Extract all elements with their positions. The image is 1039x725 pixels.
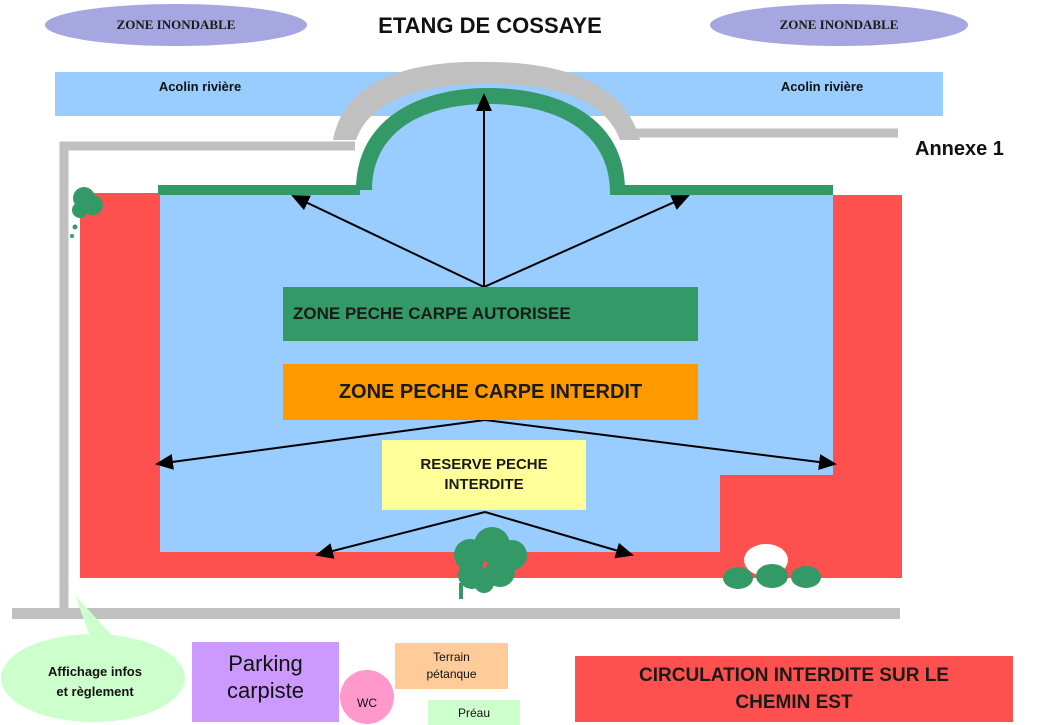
tree-south	[454, 527, 527, 599]
bank-west	[80, 193, 162, 578]
petanque-label-1: Terrain	[433, 650, 470, 664]
notice-label-2: et règlement	[56, 684, 134, 699]
south-path	[12, 608, 900, 619]
arrows-reserve	[315, 511, 634, 559]
wc-label: WC	[357, 696, 377, 710]
tree-west	[70, 187, 103, 238]
parking-label: Parking carpiste	[192, 650, 339, 704]
wc-circle	[340, 670, 394, 724]
notice-label-1: Affichage infos	[48, 664, 142, 679]
shelter-label: Préau	[457, 706, 491, 720]
petanque-label-2: pétanque	[426, 667, 477, 681]
path-arc	[333, 61, 640, 140]
warning-label: CIRCULATION INTERDITE SUR LE CHEMIN EST	[575, 662, 1013, 716]
north-green-strip-left	[158, 185, 360, 195]
warning-label-2: CHEMIN EST	[735, 692, 853, 713]
flood-zone-right: ZONE INONDABLE	[710, 4, 968, 46]
parking-label-2: carpiste	[226, 678, 305, 703]
parking-area	[192, 642, 339, 722]
zone-authorized: ZONE PECHE CARPE AUTORISEE	[283, 287, 698, 341]
reserve-zone: RESERVE PECHE INTERDITE	[382, 440, 586, 510]
annex-label: Annexe 1	[915, 138, 1004, 160]
parking-label-1: Parking	[228, 651, 303, 676]
bushes-southeast	[723, 564, 821, 589]
river-label-left: Acolin rivière	[158, 79, 242, 94]
notice-label: Affichage infos et règlement	[15, 662, 175, 702]
zone-authorized-label: ZONE PECHE CARPE AUTORISEE	[293, 304, 571, 323]
arrows-forbidden	[155, 419, 837, 470]
perimeter-path	[59, 128, 898, 612]
reserve-label-1: RESERVE PECHE	[420, 456, 548, 473]
zone-forbidden-label: ZONE PECHE CARPE INTERDIT	[338, 380, 643, 403]
river-label-right: Acolin rivière	[780, 79, 864, 94]
notice-bubble	[1, 634, 185, 722]
dome-green-band	[356, 88, 625, 190]
warning-box	[575, 656, 1013, 722]
arrows-authorized	[291, 93, 690, 288]
warning-label-1: CIRCULATION INTERDITE SUR LE	[639, 665, 949, 686]
reserve-label-2: INTERDITE	[444, 476, 524, 493]
petanque-area	[395, 643, 508, 689]
page-title: ETANG DE COSSAYE	[378, 13, 602, 38]
petanque-label: Terrain pétanque	[395, 649, 508, 683]
zone-forbidden: ZONE PECHE CARPE INTERDIT	[283, 364, 698, 420]
north-green-strip-right	[610, 185, 833, 195]
flood-zone-left: ZONE INONDABLE	[45, 4, 307, 46]
shelter-area	[428, 700, 520, 725]
